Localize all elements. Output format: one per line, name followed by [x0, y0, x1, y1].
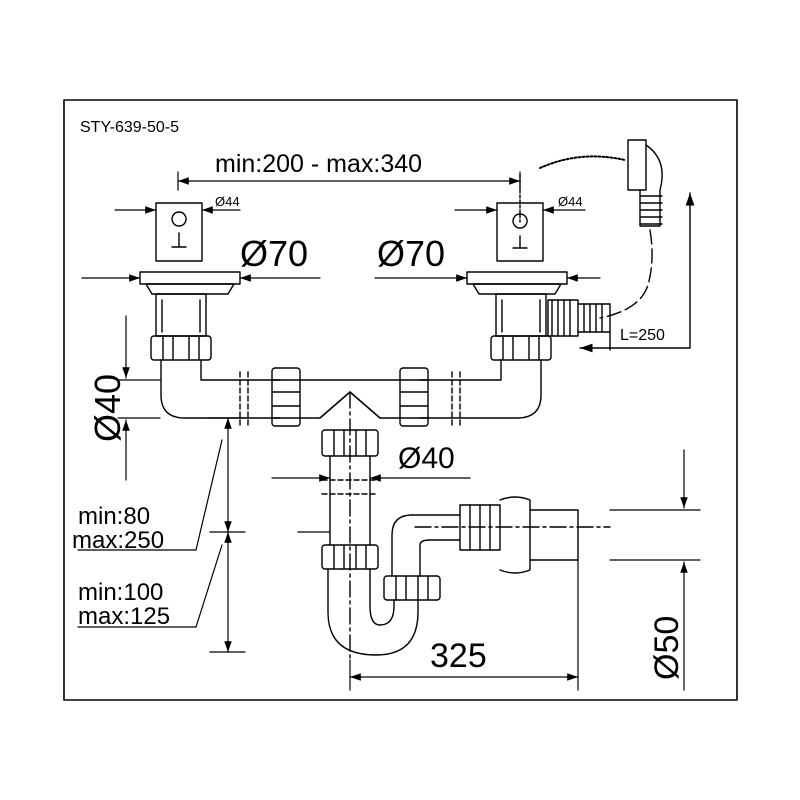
hole-left-label: Ø44	[215, 194, 240, 209]
flange-right-label: Ø70	[377, 233, 445, 274]
tee-outlet-label: Ø40	[398, 442, 455, 475]
cross-pipe	[160, 359, 542, 427]
trap-reach-label: 325	[430, 637, 487, 675]
span-label: min:200 - max:340	[215, 150, 422, 178]
right-sink-outlet	[466, 174, 611, 361]
outlet-label: Ø50	[648, 616, 686, 680]
drawing-frame	[63, 99, 738, 701]
overflow-length-label: L=250	[620, 327, 665, 344]
hole-right-label: Ø44	[558, 194, 583, 209]
dimension-lines	[77, 171, 701, 691]
height2-min-label: min:100	[78, 579, 163, 606]
pipe-left-label: Ø40	[87, 374, 128, 442]
height2-max-label: max:125	[78, 603, 170, 630]
flange-left-label: Ø70	[240, 233, 308, 274]
bottle-trap	[321, 391, 611, 661]
height1-min-label: min:80	[78, 503, 150, 530]
left-sink-outlet	[139, 202, 241, 361]
product-code: STY-639-50-5	[80, 119, 179, 136]
overflow-assembly	[539, 139, 695, 353]
height1-max-label: max:250	[72, 527, 164, 554]
